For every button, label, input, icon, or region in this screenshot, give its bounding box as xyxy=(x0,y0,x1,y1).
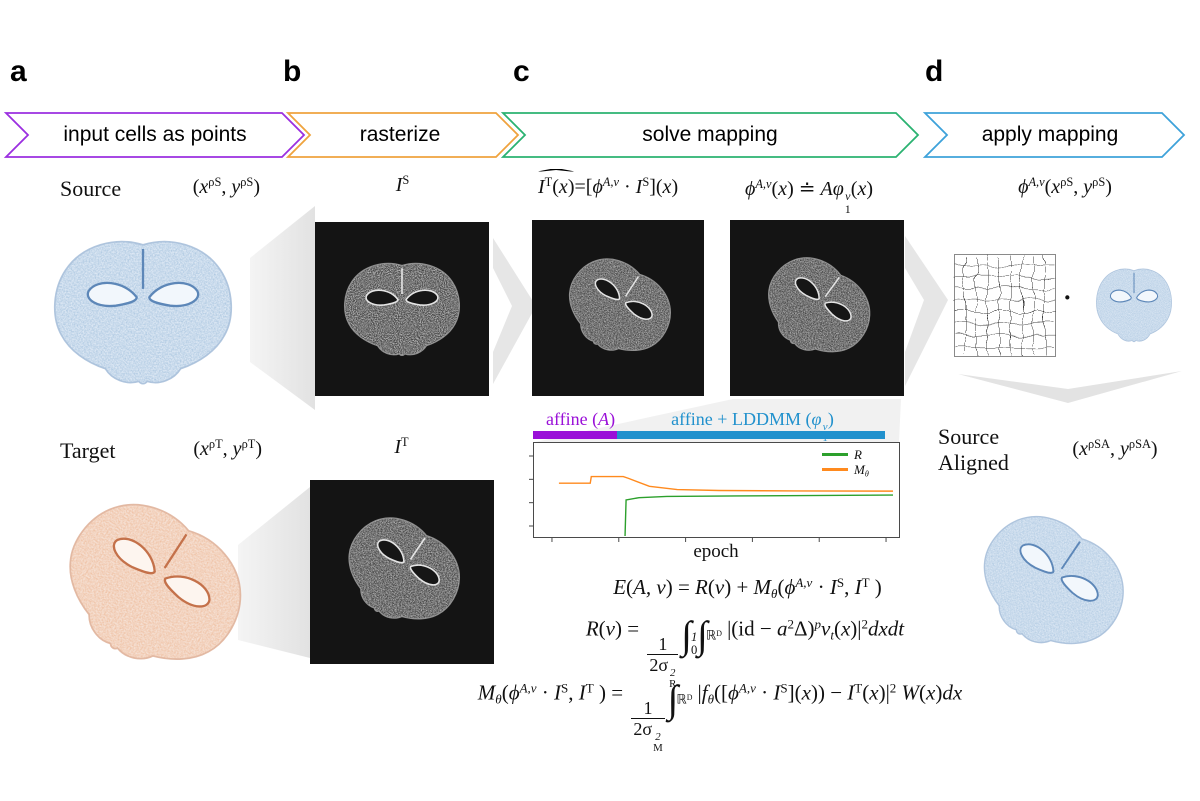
raster-source-image xyxy=(315,222,489,396)
deformation-grid-image xyxy=(954,254,1056,357)
funnel-shape xyxy=(250,206,315,410)
hat-rest: =[ϕA,v · IS](x) xyxy=(574,175,679,198)
panel-letter-d: d xyxy=(925,55,944,88)
aligned-source-image xyxy=(958,487,1144,683)
eq-energy: E(A, v) = R(v) + Mθ(ϕA,v · IS, IT ) xyxy=(613,574,882,601)
warped-source-thumbnail xyxy=(1085,262,1183,348)
banner-label-solve: solve mapping xyxy=(642,123,778,146)
banner-label-apply: apply mapping xyxy=(981,123,1119,146)
raster-target-image xyxy=(310,480,494,664)
banner-arrow-solve xyxy=(500,112,920,158)
panel-letter-b: b xyxy=(283,55,302,88)
target-label: Target xyxy=(60,438,116,463)
legend-row-R: R xyxy=(822,447,898,462)
aligned-label-line2: Aligned xyxy=(938,450,1009,475)
loss-chart-plot xyxy=(529,442,900,542)
banner-arrow-rasterize xyxy=(285,112,520,158)
aligned-coords: (xρSA, yρSA) xyxy=(1072,437,1158,460)
solve-formula-estimate: IT(x)=[ϕA,v · IS](x) xyxy=(538,176,678,199)
loss-chart-legend: R Mθ xyxy=(822,447,898,477)
funnel-shape xyxy=(238,487,310,658)
phase-bar-affine xyxy=(533,431,617,439)
chart-xlabel: epoch xyxy=(693,541,739,562)
banner-arrow-apply xyxy=(922,112,1186,158)
banner-label-input: input cells as points xyxy=(63,123,247,146)
solved-deformed-image xyxy=(730,220,904,396)
phase-label-affine: affine (A) xyxy=(546,409,616,429)
legend-swatch-R xyxy=(822,453,848,456)
phase-bar-lddmm xyxy=(617,431,885,439)
legend-label-R: R xyxy=(854,446,862,462)
banner-label-rasterize: rasterize xyxy=(359,123,441,146)
flow-arrow-icon xyxy=(905,236,948,386)
flow-arrow-down-icon xyxy=(958,371,1182,403)
pipeline-banner-row xyxy=(3,112,1186,158)
target-pointcloud-image xyxy=(38,482,266,694)
legend-swatch-M xyxy=(822,468,848,471)
aligned-label-line1: Source xyxy=(938,424,1000,449)
source-label: Source xyxy=(60,176,122,201)
source-pointcloud-image xyxy=(28,228,258,396)
hat-group: IT(x) xyxy=(538,176,574,199)
multiply-dot: · xyxy=(1063,283,1072,312)
target-coords: (xρT, yρT) xyxy=(193,437,262,460)
source-coords: (xρS, yρS) xyxy=(192,175,260,198)
panel-letter-a: a xyxy=(10,55,27,88)
legend-row-M: Mθ xyxy=(822,462,898,477)
panel-letter-c: c xyxy=(513,55,530,88)
phase-label-lddmm: affine + LDDMM (φv1) xyxy=(671,409,834,444)
flow-arrow-icon xyxy=(493,238,536,384)
banner-arrow-input xyxy=(3,112,306,158)
raster-target-label: IT xyxy=(394,435,409,458)
raster-source-label: IS xyxy=(395,173,410,196)
solved-affine-image xyxy=(532,220,704,396)
legend-label-M: Mθ xyxy=(854,461,869,478)
apply-formula: ϕA,v(xρS, yρS) xyxy=(1018,175,1112,198)
